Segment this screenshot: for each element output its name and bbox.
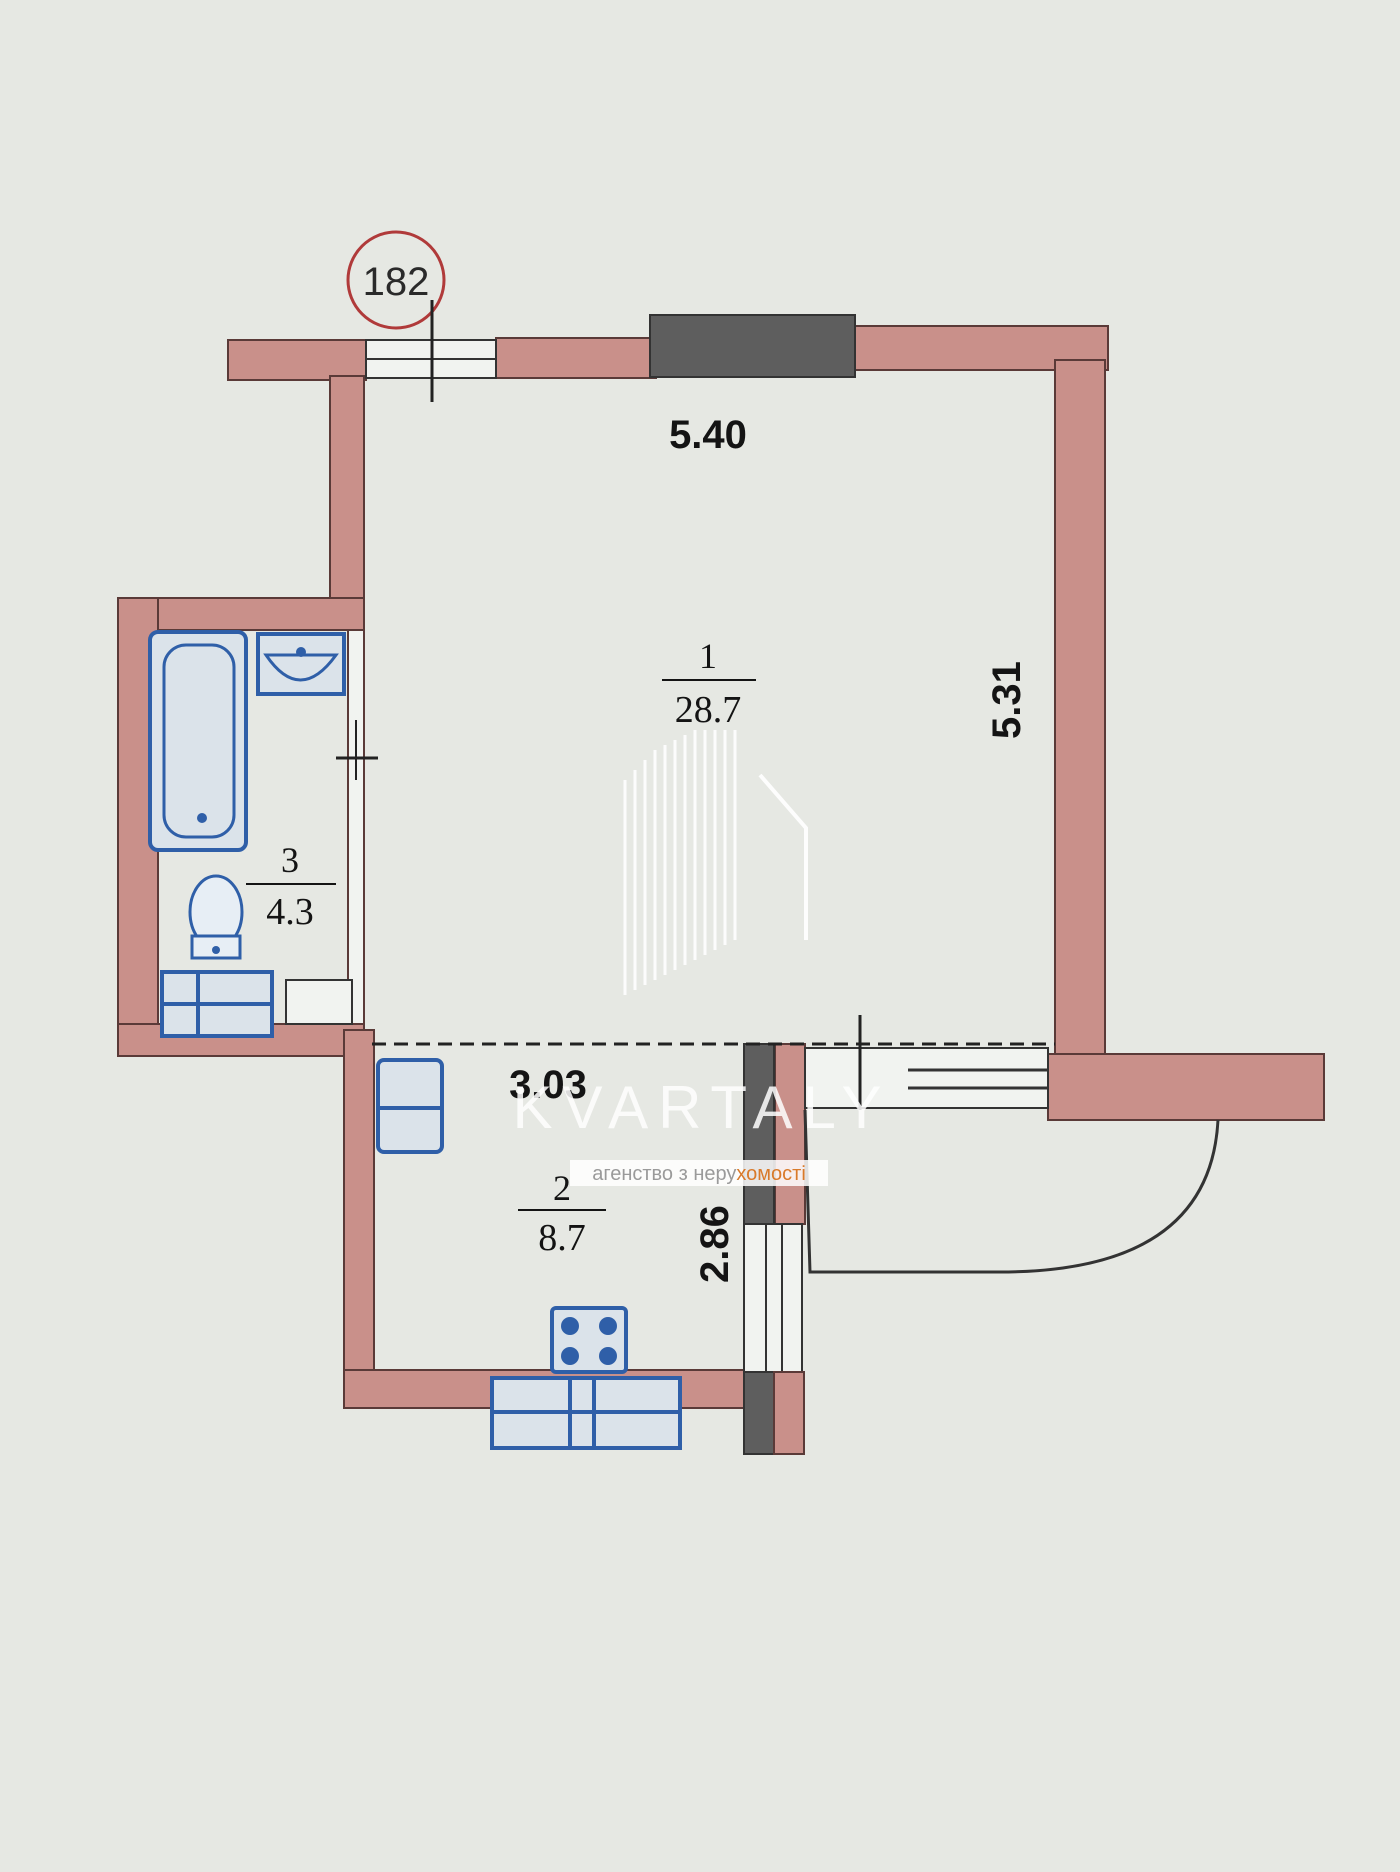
dim-kitchen-width: 3.03: [509, 1063, 587, 1107]
shaft-bath: [285, 979, 353, 1025]
balcony-door: [804, 1047, 1049, 1109]
bathtub-icon: [148, 630, 248, 852]
wall-left-upper: [329, 375, 365, 627]
svg-text:4.3: 4.3: [266, 891, 314, 933]
toilet-icon: [188, 874, 244, 960]
fixtures: [148, 630, 682, 1450]
plan-number-marker: 182: [346, 230, 446, 402]
room-label-3: 3 4.3: [246, 840, 336, 933]
balcony-wall: [1047, 1053, 1325, 1121]
svg-text:3: 3: [281, 840, 299, 880]
column-top: [649, 314, 856, 378]
walls: [117, 314, 1325, 1455]
svg-text:28.7: 28.7: [675, 689, 742, 731]
stove-icon: [550, 1306, 628, 1374]
room-label-2: 2 8.7: [518, 1168, 606, 1259]
wall-top-left: [227, 339, 367, 381]
svg-text:8.7: 8.7: [538, 1217, 586, 1259]
wall-right: [1054, 359, 1106, 1061]
wall-top-mid: [495, 337, 657, 379]
svg-text:1: 1: [699, 636, 717, 676]
watermark-tagline: агенство з нерухомості: [592, 1163, 806, 1185]
dim-right-height: 5.31: [985, 661, 1029, 739]
watermark-brand: KVARTALY: [512, 1074, 891, 1141]
watermark-bars-icon: [623, 730, 808, 995]
window-kitchen: [743, 1223, 803, 1373]
room-label-1: 1 28.7: [662, 636, 756, 731]
dim-kitchen-depth: 2.86: [693, 1205, 737, 1283]
svg-text:2: 2: [553, 1168, 571, 1208]
watermark-logo: KVARTALY агенство з нерухомості: [512, 730, 891, 1186]
wall-kitchen-left: [343, 1029, 375, 1407]
plan-number: 182: [363, 260, 430, 304]
balcony-outline: [803, 1109, 1220, 1274]
partition-bath: [347, 629, 365, 1026]
kitchen-counter-icon: [490, 1376, 682, 1450]
column-kitchen: [743, 1043, 775, 1225]
dim-top-width: 5.40: [669, 413, 747, 457]
